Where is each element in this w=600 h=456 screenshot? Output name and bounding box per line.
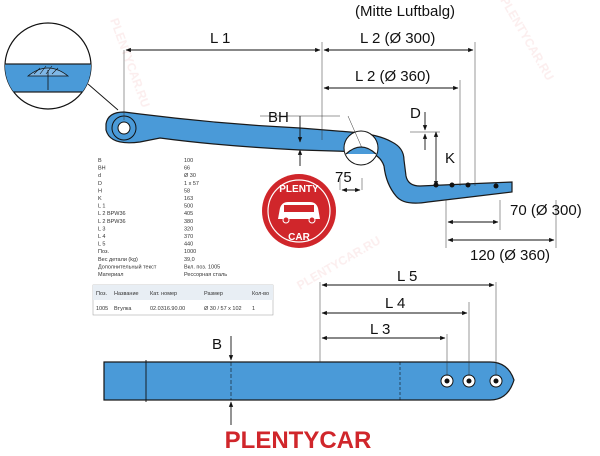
spec-value: 320: [184, 226, 193, 232]
label-l4: L 4: [385, 295, 405, 312]
plentycar-logo: PLENTY CAR: [262, 174, 336, 248]
table-cell: 1: [252, 306, 255, 312]
spec-key: L 2 BPW36: [98, 211, 126, 217]
brand-title: PLENTYCAR: [225, 427, 372, 454]
spec-key: Вес детали (kg): [98, 257, 138, 263]
top-labels: (Mitte Luftbalg) L 1 L 2 (Ø 300) L 2 (Ø …: [210, 3, 582, 264]
spec-key: L 5: [98, 242, 105, 248]
label-70: 70 (Ø 300): [510, 202, 582, 219]
spec-value: 500: [184, 204, 193, 210]
svg-text:CAR: CAR: [288, 232, 310, 243]
spec-value: Вкл. поз. 1005: [184, 264, 220, 270]
label-d: D: [410, 105, 421, 122]
label-b: B: [212, 336, 222, 353]
spec-key: Поз.: [98, 249, 109, 255]
spec-value: 1 x 57: [184, 181, 199, 187]
spec-value: Рессорная сталь: [184, 272, 227, 278]
spec-value: Ø 30: [184, 173, 196, 179]
spec-key: K: [98, 196, 102, 202]
table-header: Кол-во: [252, 291, 269, 297]
spring-side-view: [105, 111, 513, 204]
label-120: 120 (Ø 360): [470, 247, 550, 264]
svg-text:PLENTYCAR.RU: PLENTYCAR.RU: [107, 16, 152, 109]
label-l3: L 3: [370, 321, 390, 338]
spec-value: 405: [184, 211, 193, 217]
label-mitte: (Mitte Luftbalg): [355, 3, 455, 20]
spec-value: 100: [184, 158, 193, 164]
table-cell: 1005: [96, 306, 108, 312]
table-header: Размер: [204, 291, 223, 297]
spec-value: 370: [184, 234, 193, 240]
label-l2-360: L 2 (Ø 360): [355, 68, 430, 85]
spec-key: BH: [98, 166, 106, 172]
svg-text:PLENTYCAR.RU: PLENTYCAR.RU: [497, 0, 556, 83]
parts-table: Поз. Название Кат. номер Размер Кол-во 1005 Вт…: [92, 284, 274, 316]
table-cell: 02.0316.90.00: [150, 306, 185, 312]
table-header: Поз.: [96, 291, 107, 297]
spec-value: 58: [184, 188, 190, 194]
spec-key: Материал: [98, 272, 124, 278]
spec-key: L 4: [98, 234, 105, 240]
spec-value: 163: [184, 196, 193, 202]
spec-key: L 2 BPW36: [98, 219, 126, 225]
spec-key: H: [98, 188, 102, 194]
spec-key: d: [98, 173, 101, 179]
spec-key: B: [98, 158, 102, 164]
svg-text:PLENTY: PLENTY: [279, 184, 319, 195]
spec-value: 66: [184, 166, 190, 172]
bottom-dimensions: [228, 282, 497, 425]
table-cell: Втулка: [114, 306, 132, 312]
spec-key: L 3: [98, 226, 105, 232]
detail-circle: [4, 22, 119, 111]
label-bh: BH: [268, 109, 289, 126]
label-l5: L 5: [397, 268, 417, 285]
bottom-labels: L 5 L 4 L 3 B: [212, 268, 417, 353]
spring-plan-view: [103, 360, 515, 402]
label-k: K: [445, 150, 455, 167]
spec-value: 1000: [184, 249, 196, 255]
spec-key: D: [98, 181, 102, 187]
top-dimensions: [123, 42, 557, 248]
label-l2-300: L 2 (Ø 300): [360, 30, 435, 47]
label-75: 75: [335, 169, 352, 186]
spec-value: 39,0: [184, 257, 195, 263]
table-cell: Ø 30 / 57 x 102: [204, 306, 242, 312]
spec-key: Дополнительный текст: [98, 263, 157, 270]
spec-value: 440: [184, 242, 193, 248]
table-header: Кат. номер: [150, 291, 177, 297]
spec-key: L 1: [98, 204, 105, 210]
table-header: Название: [114, 291, 139, 297]
spec-value: 380: [184, 219, 193, 225]
label-l1: L 1: [210, 30, 230, 47]
